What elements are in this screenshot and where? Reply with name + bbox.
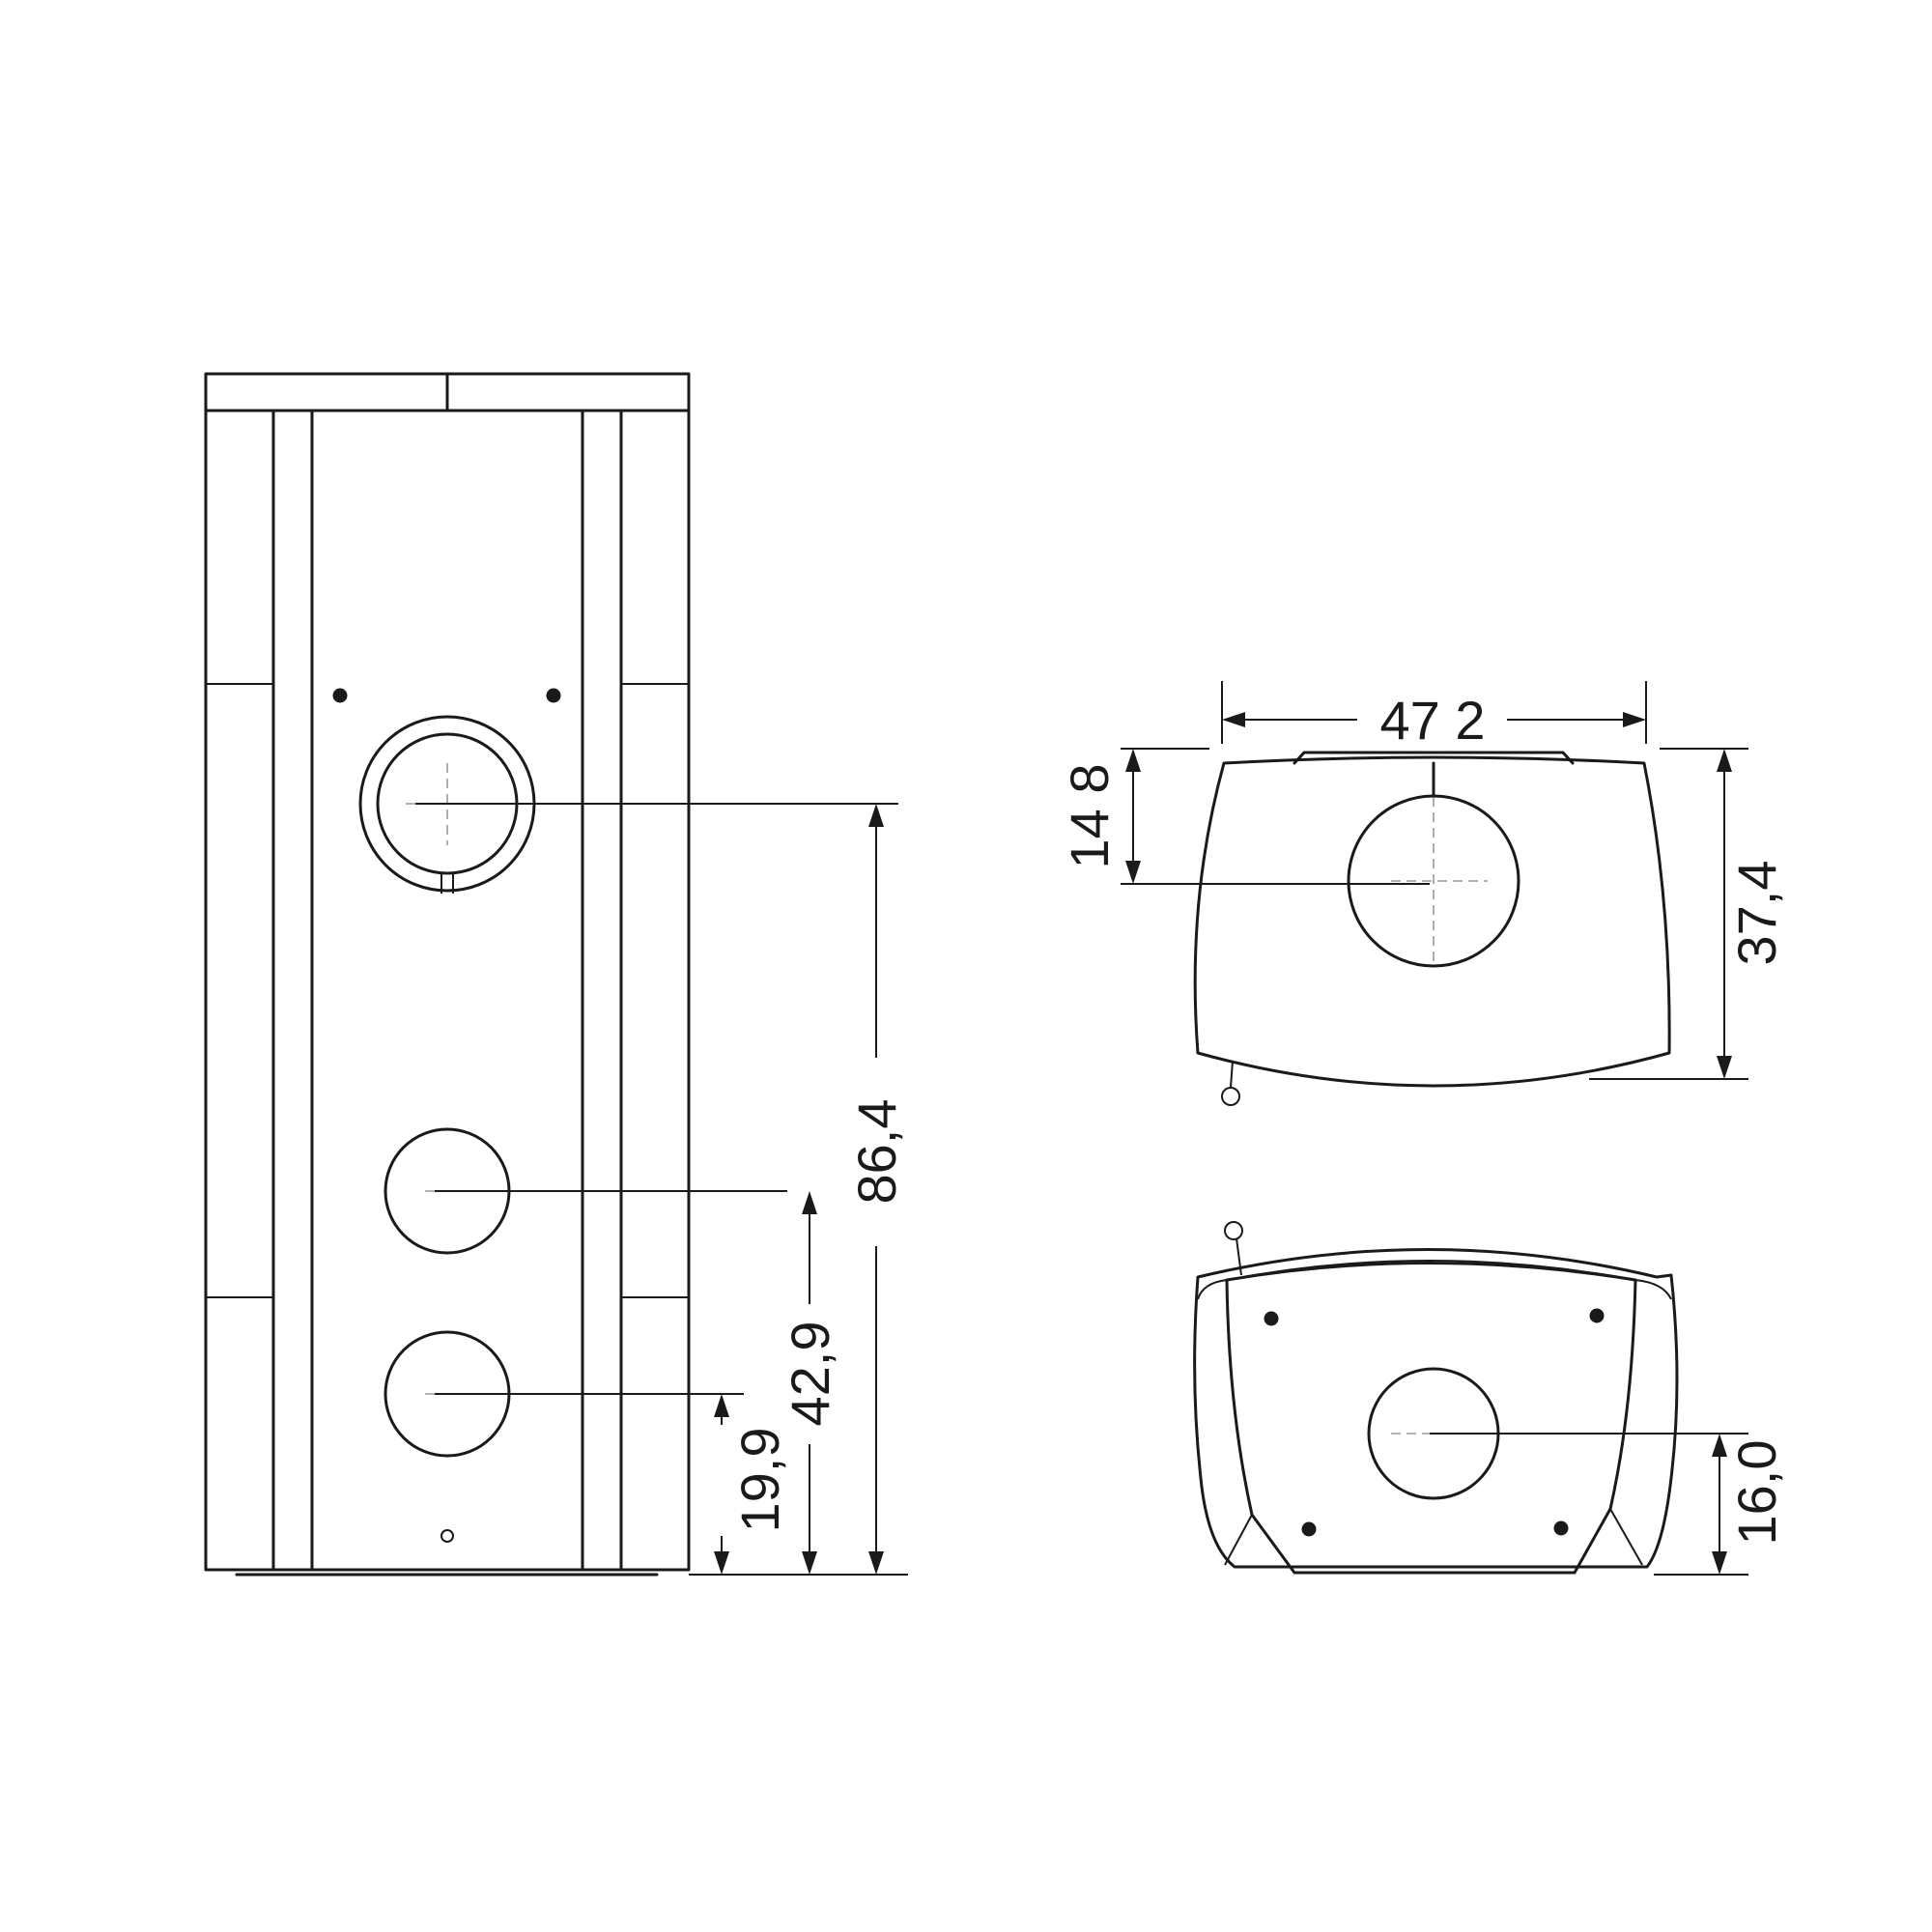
dimension-label: 14 8	[1059, 764, 1120, 869]
dimension-label: 37,4	[1726, 861, 1787, 966]
dimension-14-8: 14 8	[1059, 749, 1141, 884]
rear-view: 16,0	[1193, 1221, 1787, 1576]
screw-icon	[1553, 1520, 1569, 1536]
dimension-label: 42,9	[780, 1321, 840, 1427]
top-view-outline	[1193, 755, 1671, 1088]
handle-knob-icon	[1221, 1087, 1240, 1106]
screw-icon	[1301, 1521, 1317, 1537]
dimension-label: 47 2	[1380, 690, 1486, 751]
dimension-37-4: 37,4	[1717, 749, 1787, 1079]
screw-icon	[1264, 1311, 1279, 1326]
handle-knob-icon	[1224, 1221, 1243, 1240]
rear-view-outline	[1193, 1248, 1679, 1569]
screw-icon	[546, 688, 561, 703]
flue-outlet-top	[358, 715, 536, 894]
screw-icon	[332, 688, 348, 703]
stove-body	[204, 409, 691, 1572]
dimension-47-2: 47 2	[1222, 690, 1646, 751]
dimension-42-9: 42,9	[780, 1191, 840, 1575]
rear-inner-panel	[1225, 1262, 1637, 1575]
top-plate	[1293, 751, 1575, 765]
screw-icon	[1589, 1308, 1605, 1323]
small-hole-icon	[440, 1529, 454, 1543]
flue-collar	[1347, 794, 1520, 968]
front-elevation-view: 86,4 42,9 19,9	[204, 372, 908, 1577]
dimension-86-4: 86,4	[846, 804, 907, 1575]
dimension-label: 19,9	[729, 1428, 790, 1533]
dimension-16-0: 16,0	[1712, 1434, 1787, 1575]
dimension-19-9: 19,9	[714, 1394, 790, 1575]
top-view: 47 2 14 8 37,4	[1059, 681, 1787, 1106]
dimension-label: 16,0	[1726, 1440, 1787, 1546]
dimension-label: 86,4	[846, 1099, 907, 1205]
